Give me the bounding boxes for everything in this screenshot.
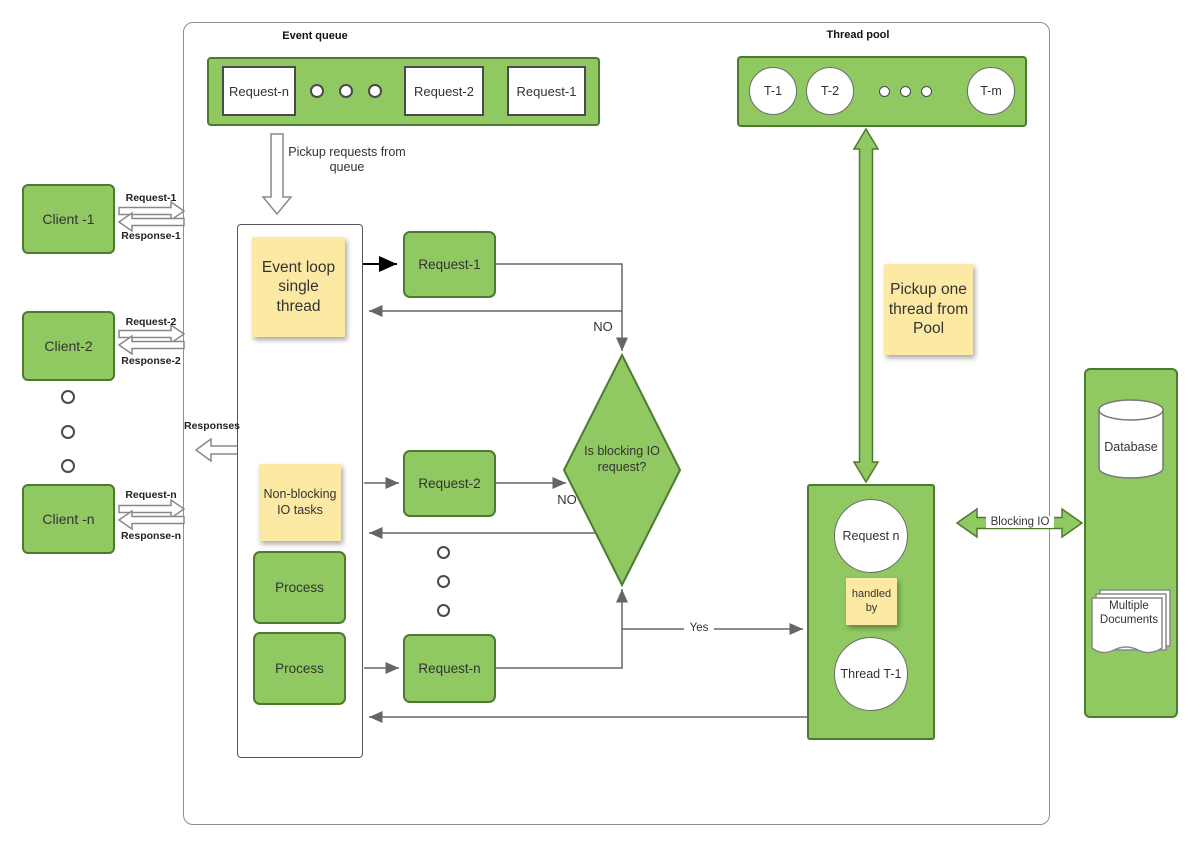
event-loop-note: Event loop single thread [252,237,345,337]
requests-ellipsis-dot [437,546,450,559]
requests-ellipsis-dot [437,575,450,588]
handler-thread-circle: Thread T-1 [834,637,908,711]
pickup-requests-label: Pickup requests from queue [288,145,406,174]
queue-item-request-1: Request-1 [507,66,586,116]
clients-ellipsis-dot [61,390,75,404]
process-box-1: Process [253,551,346,624]
client-n-box: Client -n [22,484,115,554]
clientn-response-arrow [117,509,185,531]
clients-ellipsis-dot [61,425,75,439]
clientn-request-arrow [118,498,186,520]
blocking-io-label: Blocking IO [986,516,1054,528]
flow-r1-to-diamond [496,263,628,351]
client-2-box: Client-2 [22,311,115,381]
client-2-response-label: Response-2 [121,355,181,367]
pool-ellipsis-dot [879,86,890,97]
clients-ellipsis-dot [61,459,75,473]
pool-to-handler-arrow [852,127,880,484]
database-cylinder-icon [1098,399,1164,479]
no-label-left: NO [557,492,577,507]
pool-ellipsis-dot [921,86,932,97]
no-label-top: NO [593,319,613,334]
handled-by-note: handled by [846,578,897,625]
thread-circle-tm: T-m [967,67,1015,115]
request-n-node: Request-n [403,634,496,703]
client-1-response-label: Response-1 [121,230,181,242]
client2-response-arrow [117,334,185,356]
thread-pool-title: Thread pool [826,29,890,41]
queue-to-loop-arrow [261,133,293,216]
client1-response-arrow [117,211,185,233]
thread-circle-t2: T-2 [806,67,854,115]
thread-circle-t1: T-1 [749,67,797,115]
client-n-response-label: Response-n [120,530,182,542]
client1-request-arrow [118,200,186,222]
request-2-node: Request-2 [403,450,496,517]
client-n-request-label: Request-n [125,489,177,501]
client-1-request-label: Request-1 [125,192,177,204]
requests-ellipsis-dot [437,604,450,617]
pickup-thread-note: Pickup one thread from Pool [884,264,973,355]
queue-ellipsis-dot [368,84,382,98]
event-queue-title: Event queue [282,30,348,42]
handler-request-circle: Request n [834,499,908,573]
documents-icon [1091,589,1171,654]
decision-diamond-label: Is blocking IO request? [584,444,660,474]
process-box-2: Process [253,632,346,705]
documents-label: Multiple Documents [1099,600,1159,626]
client2-request-arrow [118,323,186,345]
database-label: Database [1104,440,1158,454]
client-2-request-label: Request-2 [125,316,177,328]
queue-item-request-n: Request-n [222,66,296,116]
queue-ellipsis-dot [310,84,324,98]
yes-label: Yes [684,622,714,634]
outer-frame [183,22,1050,825]
client-1-box: Client -1 [22,184,115,254]
request-1-node: Request-1 [403,231,496,298]
pool-ellipsis-dot [900,86,911,97]
flow-rn-to-diamond [496,589,628,669]
nonblocking-io-note: Non-blocking IO tasks [259,464,341,541]
queue-item-request-2: Request-2 [404,66,484,116]
responses-label: Responses [183,420,241,432]
queue-ellipsis-dot [339,84,353,98]
decision-diamond [562,352,682,588]
